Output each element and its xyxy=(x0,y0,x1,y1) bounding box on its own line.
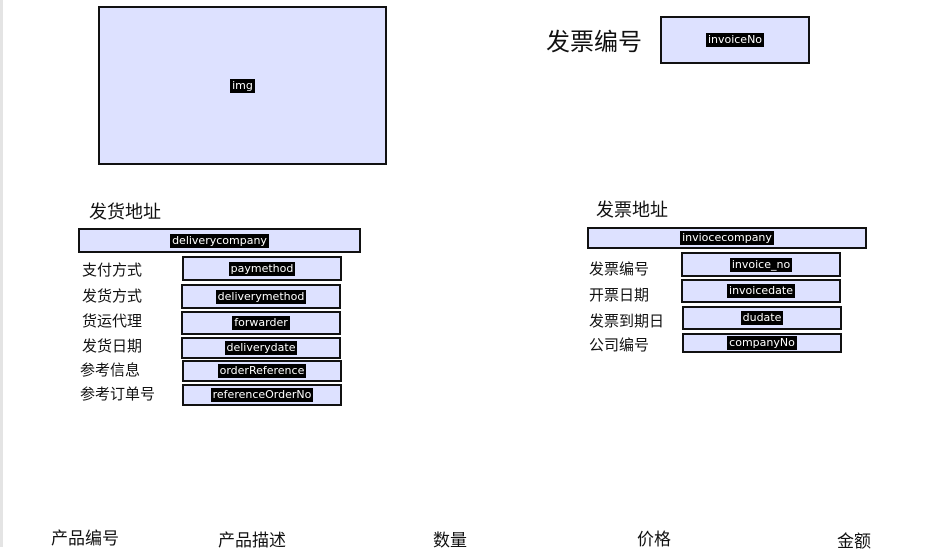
invoice-no-field[interactable]: invoiceNo xyxy=(660,16,810,64)
duedate-field[interactable]: dudate xyxy=(682,306,842,330)
delivery-row-label: 发货方式 xyxy=(82,287,143,305)
invoice-no-detail-field[interactable]: invoice_no xyxy=(681,252,841,277)
forwarder-field[interactable]: forwarder xyxy=(181,311,341,335)
delivery-row-label: 参考订单号 xyxy=(80,385,156,403)
image-placeholder-label: img xyxy=(230,78,255,93)
deliverymethod-field-label: deliverymethod xyxy=(215,289,307,304)
invoice-row-label: 开票日期 xyxy=(589,286,650,304)
column-header-amount: 金额 xyxy=(837,532,871,552)
delivery-address-title: 发货地址 xyxy=(89,202,161,223)
invoicedate-field-label: invoicedate xyxy=(727,284,795,298)
invoice-no-field-label: invoiceNo xyxy=(705,33,765,47)
invoice-row-label: 发票到期日 xyxy=(589,312,665,330)
paymethod-field[interactable]: paymethod xyxy=(182,256,342,281)
order-reference-field[interactable]: orderReference xyxy=(182,360,342,382)
delivery-row-label: 发货日期 xyxy=(82,337,143,355)
invoice-company-field-label: inviocecompany xyxy=(680,231,774,245)
invoice-address-title: 发票地址 xyxy=(596,200,668,221)
reference-order-no-field[interactable]: referenceOrderNo xyxy=(182,384,342,406)
invoice-no-detail-field-label: invoice_no xyxy=(729,257,793,272)
delivery-row-label: 货运代理 xyxy=(82,312,143,330)
reference-order-no-field-label: referenceOrderNo xyxy=(210,388,314,402)
deliverydate-field-label: deliverydate xyxy=(224,341,298,355)
column-header-price: 价格 xyxy=(637,530,671,550)
invoice-company-field[interactable]: inviocecompany xyxy=(587,227,867,249)
invoice-row-label: 发票编号 xyxy=(589,260,650,278)
delivery-row-label: 参考信息 xyxy=(80,361,141,379)
column-header-quantity: 数量 xyxy=(433,531,467,551)
forwarder-field-label: forwarder xyxy=(232,316,290,330)
company-no-field-label: companyNo xyxy=(727,336,797,350)
logo-image-placeholder: img xyxy=(98,6,387,165)
column-header-description: 产品描述 xyxy=(218,531,286,551)
delivery-company-field[interactable]: deliverycompany xyxy=(78,228,361,253)
invoicedate-field[interactable]: invoicedate xyxy=(681,279,841,303)
order-reference-field-label: orderReference xyxy=(217,364,307,378)
delivery-row-label: 支付方式 xyxy=(82,261,143,279)
invoice-row-label: 公司编号 xyxy=(589,336,650,354)
page-left-edge xyxy=(0,0,3,547)
column-header-product-no: 产品编号 xyxy=(51,529,119,549)
paymethod-field-label: paymethod xyxy=(228,261,296,276)
deliverymethod-field[interactable]: deliverymethod xyxy=(181,284,341,309)
company-no-field[interactable]: companyNo xyxy=(682,333,842,353)
deliverydate-field[interactable]: deliverydate xyxy=(181,337,341,359)
invoice-number-title: 发票编号 xyxy=(546,28,642,56)
duedate-field-label: dudate xyxy=(740,311,784,325)
delivery-company-field-label: deliverycompany xyxy=(170,233,269,248)
